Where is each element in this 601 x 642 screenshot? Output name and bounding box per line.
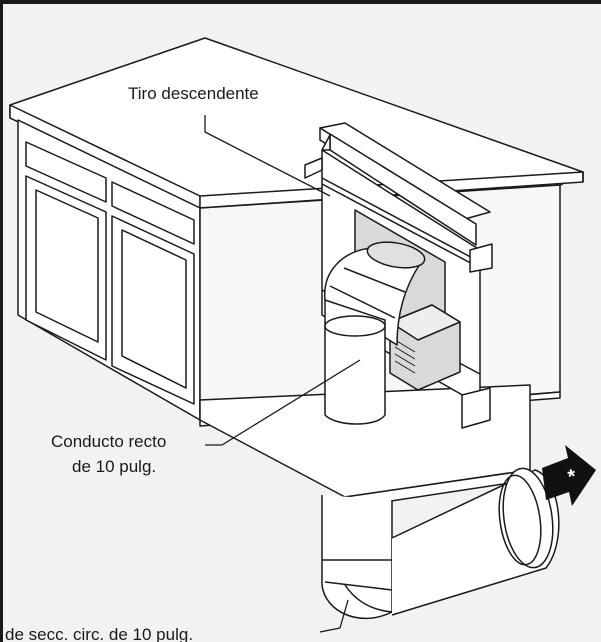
leader-lines xyxy=(204,115,361,633)
top-elbow xyxy=(324,241,426,346)
label-elbow: de secc. circ. de 10 pulg. xyxy=(5,625,194,642)
label-straight-duct-line2: de 10 pulg. xyxy=(72,457,157,476)
label-straight-duct-line1: Conducto recto xyxy=(51,432,167,451)
lower-duct xyxy=(321,467,560,620)
exhaust-arrow-icon xyxy=(542,445,596,506)
label-downdraft: Tiro descendente xyxy=(128,84,259,103)
straight-duct xyxy=(324,299,386,425)
downdraft-unit xyxy=(304,122,493,429)
